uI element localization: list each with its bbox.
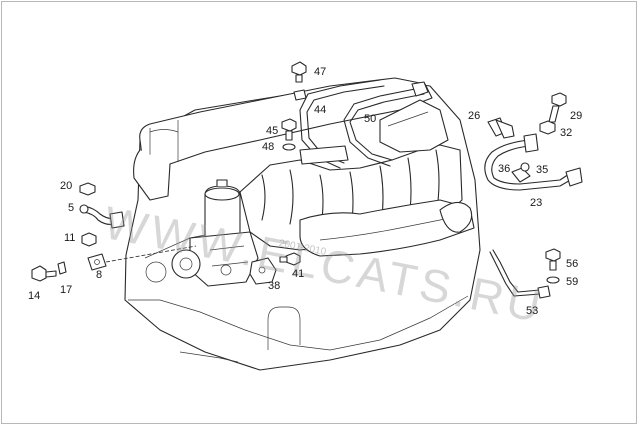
part-label-38: 38 bbox=[268, 280, 281, 292]
part-45-bolt bbox=[281, 118, 297, 141]
part-48-washer bbox=[282, 143, 296, 151]
part-label-23: 23 bbox=[530, 197, 543, 209]
part-label-36: 36 bbox=[498, 163, 511, 175]
part-label-56: 56 bbox=[566, 258, 579, 270]
part-23-hose bbox=[484, 133, 583, 191]
part-59-washer bbox=[546, 276, 560, 284]
part-38-bracket bbox=[249, 257, 277, 285]
part-53-line bbox=[489, 249, 551, 299]
part-label-59: 59 bbox=[566, 276, 579, 288]
part-47-bolt bbox=[291, 61, 307, 83]
part-32-nut bbox=[539, 120, 556, 135]
part-label-5: 5 bbox=[68, 202, 75, 214]
part-label-50: 50 bbox=[364, 113, 377, 125]
leader-line-8 bbox=[105, 245, 197, 263]
part-label-20: 20 bbox=[60, 180, 73, 192]
part-label-44: 44 bbox=[314, 104, 327, 116]
part-label-47: 47 bbox=[314, 66, 327, 78]
part-label-53: 53 bbox=[526, 305, 539, 317]
part-label-45: 45 bbox=[266, 125, 279, 137]
part-label-29: 29 bbox=[570, 110, 583, 122]
part-label-17: 17 bbox=[60, 284, 73, 296]
part-35-washer bbox=[520, 162, 530, 172]
part-26-clamp bbox=[487, 117, 515, 139]
part-14-bolt bbox=[31, 265, 57, 282]
part-label-11: 11 bbox=[64, 232, 76, 244]
part-label-14: 14 bbox=[28, 290, 41, 302]
intake-plenum bbox=[379, 99, 449, 153]
part-label-8: 8 bbox=[96, 269, 103, 281]
part-8-flange bbox=[87, 253, 107, 271]
part-label-32: 32 bbox=[560, 127, 573, 139]
part-20-nut bbox=[79, 182, 96, 196]
part-41-bolt bbox=[279, 252, 301, 266]
fuel-distributor bbox=[171, 179, 259, 287]
part-label-48: 48 bbox=[262, 141, 275, 153]
part-label-26: 26 bbox=[468, 110, 481, 122]
part-17-washer bbox=[57, 261, 67, 275]
part-label-35: 35 bbox=[536, 164, 549, 176]
fuel-line-50 bbox=[343, 81, 429, 167]
part-56-bolt bbox=[545, 248, 561, 271]
part-label-41: 41 bbox=[292, 268, 305, 280]
intake-manifold bbox=[239, 144, 475, 257]
fuel-line-bracket bbox=[299, 145, 349, 165]
part-11-nut bbox=[81, 232, 97, 247]
part-5-fitting bbox=[79, 204, 125, 229]
part-29-bolt bbox=[548, 92, 567, 123]
